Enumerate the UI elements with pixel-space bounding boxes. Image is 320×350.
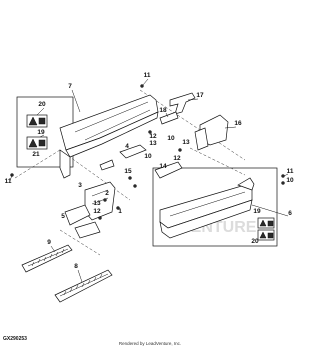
right-decal-box [152, 167, 278, 247]
left-deflector-part-7 [59, 94, 159, 179]
callout-c11c: 11 [287, 168, 294, 175]
hinge-assembly-parts [64, 181, 120, 239]
callout-c10b: 10 [144, 153, 152, 160]
bracket-part-17 [169, 92, 196, 115]
dashed-guide-5 [59, 229, 101, 256]
bracket-part-18 [159, 111, 179, 125]
callout-c17: 17 [196, 92, 204, 99]
left-decal-set [26, 114, 48, 150]
callout-c12c: 12 [93, 208, 101, 215]
callout-c10c: 10 [286, 177, 294, 184]
callout-c6: 6 [288, 210, 292, 217]
dashed-guide-3 [189, 147, 246, 176]
callout-c13c: 13 [93, 200, 101, 207]
callout-c19b: 19 [253, 208, 261, 215]
reference-code: GX290253 [3, 336, 27, 342]
leader-lines [9, 78, 289, 283]
callout-c4: 4 [125, 143, 129, 150]
callout-c21: 21 [32, 151, 40, 158]
callout-c5: 5 [61, 213, 65, 220]
render-credit: Rendered by LeadVenture, Inc. [118, 341, 182, 346]
fastener-parts [10, 84, 285, 185]
callout-c19a: 19 [37, 129, 45, 136]
callout-c3: 3 [78, 182, 82, 189]
dashed-guide-1 [59, 149, 131, 201]
callout-c12a: 12 [149, 133, 157, 140]
callout-c13b: 13 [182, 139, 190, 146]
right-deflector-part-6 [159, 177, 255, 239]
callout-c8: 8 [74, 263, 78, 270]
exploded-parts-diagram: VENTURE [5, 72, 294, 303]
dashed-guide-4 [14, 149, 61, 179]
callout-c12b: 12 [173, 155, 181, 162]
callout-c15: 15 [124, 168, 132, 175]
callout-c20b: 20 [251, 238, 259, 245]
callout-c18: 18 [159, 107, 167, 114]
callout-c1: 1 [118, 208, 122, 215]
callout-c11b: 11 [5, 178, 12, 185]
centre-bracket-parts [99, 130, 183, 188]
callout-c16: 16 [234, 120, 242, 127]
callout-c14: 14 [159, 163, 167, 170]
callout-c13a: 13 [149, 140, 157, 147]
right-decal-set [257, 217, 275, 241]
grille-part-8 [54, 269, 113, 303]
callout-c7: 7 [68, 83, 72, 90]
callout-c11a: 11 [144, 72, 151, 79]
callout-c9: 9 [47, 239, 51, 246]
grille-part-9 [21, 244, 73, 273]
callout-c10a: 10 [167, 135, 175, 142]
callout-c2: 2 [105, 190, 109, 197]
shield-part-16 [194, 114, 229, 151]
dashed-guide-2 [139, 89, 246, 161]
callout-c20a: 20 [38, 101, 46, 108]
